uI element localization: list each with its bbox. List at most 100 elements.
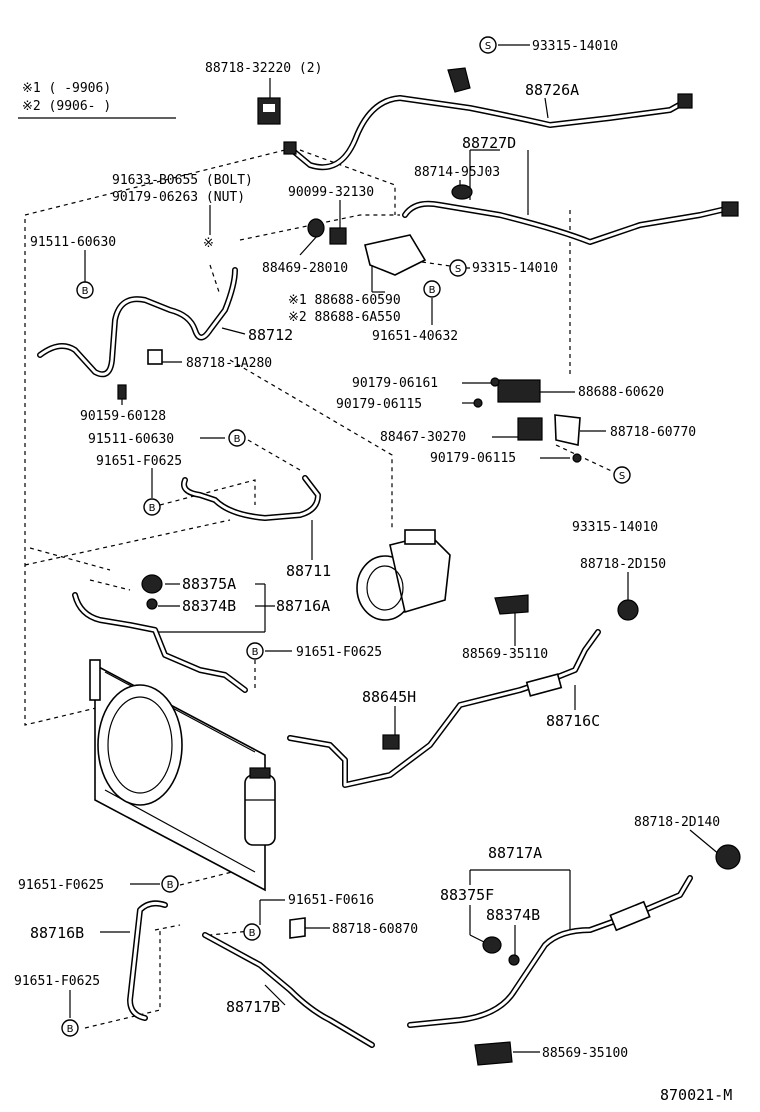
screw-symbol-3: S [613, 466, 631, 484]
svg-text:B: B [82, 286, 89, 297]
bracket-88569-35110 [494, 594, 529, 615]
legend: ※1 ( -9906) ※2 (9906- ) [18, 81, 176, 119]
label-90179-06161: 90179-06161 [352, 376, 438, 391]
bracket-88718-60770 [554, 414, 581, 446]
clamp-88718-2D150 [617, 599, 639, 621]
bolt-symbol-5: B [246, 642, 264, 660]
components [89, 67, 741, 1066]
label-91651-F0616: 91651-F0616 [288, 893, 374, 908]
bolt-symbol-7: B [243, 923, 261, 941]
hose-88711 [181, 475, 321, 521]
label-88688-60620: 88688-60620 [578, 385, 664, 400]
screw-symbol-2: S [449, 259, 467, 277]
clamp-88718-2D140 [715, 844, 741, 870]
receiver-drier [244, 767, 276, 846]
label-93315-14010-top: 93315-14010 [532, 39, 618, 54]
legend-line-1: ※1 ( -9906) [22, 81, 111, 96]
clamp-88718-1A280 [147, 349, 163, 365]
label-88711: 88711 [286, 562, 331, 580]
muffler-88717A [609, 900, 651, 932]
label-91651-40632: 91651-40632 [372, 329, 458, 344]
part-labels: 93315-14010 88718-32220 (2) 88726A 88727… [14, 39, 732, 1104]
label-91651-F0625-d: 91651-F0625 [14, 974, 100, 989]
label-90159-60128: 90159-60128 [80, 409, 166, 424]
svg-text:B: B [249, 928, 256, 939]
svg-text:B: B [67, 1024, 74, 1035]
switch-88645H [382, 734, 400, 750]
label-88688-6A550: ※2 88688-6A550 [288, 310, 401, 325]
valve-88375A [141, 574, 163, 594]
label-88688-60590: ※1 88688-60590 [288, 293, 401, 308]
clamp-93315-top [447, 67, 471, 93]
svg-text:B: B [149, 503, 156, 514]
cap-88374B-lower [508, 954, 520, 966]
switch-88688-60620 [497, 379, 541, 403]
label-91633-B0655: 91633-B0655 (BOLT) [112, 173, 253, 188]
svg-text:S: S [619, 471, 625, 482]
label-88718-60870: 88718-60870 [332, 922, 418, 937]
assembly-dashed-lines [24, 149, 621, 1029]
clamp-88718-32220 [257, 97, 281, 125]
svg-text:B: B [429, 285, 436, 296]
leader-lines [69, 44, 721, 1053]
bolt-symbol-6: B [161, 875, 179, 893]
legend-line-2: ※2 (9906- ) [22, 99, 111, 114]
sensor-88467-30270 [517, 417, 543, 441]
label-88375F: 88375F [440, 886, 494, 904]
svg-text:B: B [252, 647, 259, 658]
label-88714-95J03: 88714-95J03 [414, 165, 500, 180]
bolt-90159-60128 [117, 384, 127, 400]
fitting-88727D-right [721, 201, 739, 217]
bolt-symbol-3: B [228, 429, 246, 447]
piping [37, 95, 733, 1048]
valve-88375F [482, 936, 502, 954]
label-88718-2D140: 88718-2D140 [634, 815, 720, 830]
label-88717A: 88717A [488, 844, 542, 862]
bolt-symbol-4: B [143, 498, 161, 516]
svg-text:B: B [167, 880, 174, 891]
label-90179-06115-a: 90179-06115 [336, 397, 422, 412]
bolt-symbol-1: B [76, 281, 94, 299]
pipe-88726A [289, 95, 691, 171]
label-88726A: 88726A [525, 81, 579, 99]
block-88688 [364, 234, 427, 276]
label-88716B: 88716B [30, 924, 84, 942]
label-88712: 88712 [248, 326, 293, 344]
label-91511-60630-a: 91511-60630 [30, 235, 116, 250]
label-88718-60770: 88718-60770 [610, 425, 696, 440]
label-88374B: 88374B [182, 597, 236, 615]
label-88645H: 88645H [362, 688, 416, 706]
screw-symbol-1: S [479, 36, 497, 54]
svg-text:B: B [234, 434, 241, 445]
valve-90099-32130 [329, 227, 347, 245]
label-90099-32130: 90099-32130 [288, 185, 374, 200]
nut-90179-06115-b [572, 453, 582, 463]
label-88718-1A280: 88718-1A280 [186, 356, 272, 371]
svg-text:S: S [455, 264, 461, 275]
nut-90179-06161 [490, 377, 500, 387]
fitting-88726A-left [283, 141, 297, 155]
cap-88374B [146, 598, 158, 610]
label-90179-06115-b: 90179-06115 [430, 451, 516, 466]
nut-90179-06115-a [473, 398, 483, 408]
label-91651-F0625-a: 91651-F0625 [96, 454, 182, 469]
bolt-symbol-8: B [61, 1019, 79, 1037]
label-88469-28010: 88469-28010 [262, 261, 348, 276]
svg-text:S: S [485, 41, 491, 52]
label-88718-32220: 88718-32220 (2) [205, 61, 322, 76]
label-88727D: 88727D [462, 134, 516, 152]
label-88569-35100: 88569-35100 [542, 1046, 628, 1061]
label-93315-14010-low: 93315-14010 [572, 520, 658, 535]
symbol-markers: S S S B B B B B B B B ※ [61, 36, 631, 1037]
drawing-number: 870021-M [660, 1086, 732, 1104]
condenser [89, 659, 266, 892]
compressor [356, 529, 451, 621]
note-mark: ※ [203, 236, 214, 251]
label-88569-35110: 88569-35110 [462, 647, 548, 662]
bracket-88569-35100 [474, 1041, 513, 1066]
fitting-88726A-right [677, 93, 693, 109]
label-91651-F0625-b: 91651-F0625 [296, 645, 382, 660]
label-88374B-lower: 88374B [486, 906, 540, 924]
oring-88714-95J03 [451, 184, 473, 200]
